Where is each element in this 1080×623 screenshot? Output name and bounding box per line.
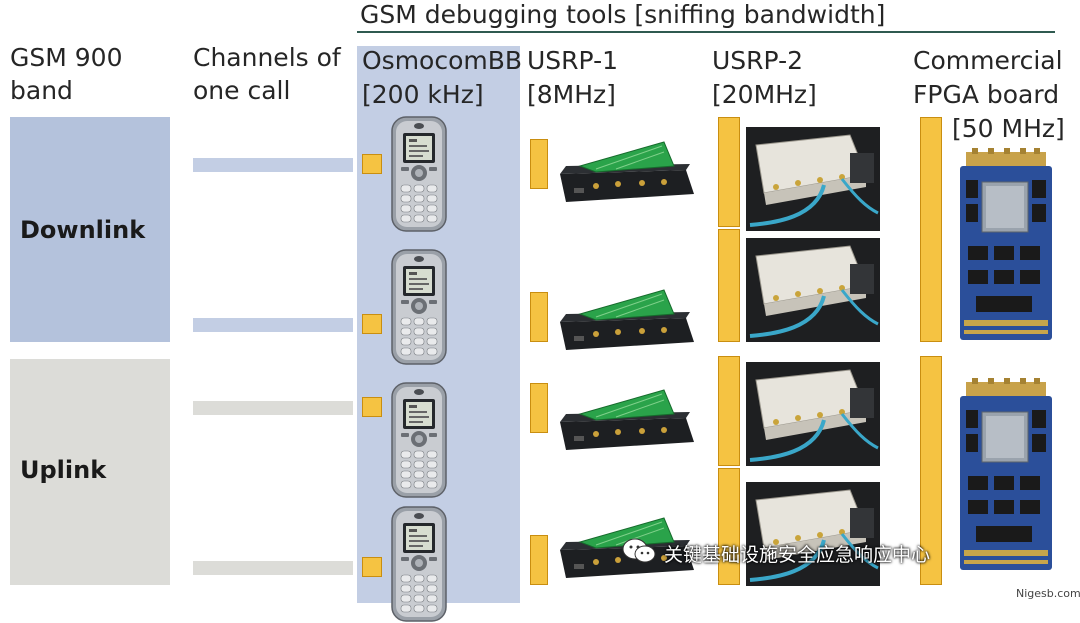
channel-bar-uplink-1	[193, 401, 353, 415]
phone-image	[391, 382, 447, 498]
usrp1-bandwidth-marker	[530, 383, 548, 433]
channels-header-line1: Channels of	[193, 43, 341, 72]
fpga-bandwidth-marker	[920, 356, 942, 585]
uplink-band-block	[10, 359, 170, 585]
osmocom-channel-marker	[362, 314, 382, 334]
downlink-label: Downlink	[20, 216, 146, 244]
usrp2-bandwidth-marker	[718, 468, 740, 585]
fpga-header-line1: Commercial	[913, 46, 1063, 75]
usrp2-device-image	[746, 127, 880, 231]
title-rule	[357, 31, 1055, 33]
watermark-site: Nigesb.com	[1016, 587, 1080, 600]
usrp1-bandwidth-marker	[530, 139, 548, 189]
channel-bar-uplink-2	[193, 561, 353, 575]
phone-image	[391, 116, 447, 232]
osmocom-header-line1: OsmocomBB	[362, 46, 523, 75]
fpga-board-image	[958, 148, 1054, 344]
uplink-label: Uplink	[20, 456, 107, 484]
phone-image	[391, 506, 447, 622]
usrp2-bandwidth-marker	[718, 356, 740, 466]
osmocom-channel-marker	[362, 557, 382, 577]
channels-header-line2: one call	[193, 76, 291, 105]
usrp2-device-image	[746, 362, 880, 466]
usrp2-header-line2: [20MHz]	[712, 80, 817, 109]
usrp1-device-image	[556, 384, 698, 458]
fpga-board-image	[958, 378, 1054, 574]
fpga-header-line2: FPGA board	[913, 80, 1060, 109]
channel-bar-downlink-1	[193, 158, 353, 172]
usrp1-bandwidth-marker	[530, 292, 548, 342]
usrp1-bandwidth-marker	[530, 535, 548, 585]
usrp2-device-image	[746, 238, 880, 342]
fpga-header-line3: [50 MHz]	[952, 114, 1065, 143]
fpga-bandwidth-marker	[920, 117, 942, 342]
band-header-line2: band	[10, 76, 73, 105]
wechat-icon	[622, 537, 656, 565]
downlink-band-block	[10, 117, 170, 342]
osmocom-channel-marker	[362, 154, 382, 174]
usrp1-header-line2: [8MHz]	[527, 80, 616, 109]
channel-bar-downlink-2	[193, 318, 353, 332]
osmocom-channel-marker	[362, 397, 382, 417]
watermark-text: 关键基础设施安全应急响应中心	[664, 544, 931, 566]
diagram-title: GSM debugging tools [sniffing bandwidth]	[360, 0, 886, 29]
usrp2-device-image	[746, 482, 880, 586]
phone-image	[391, 249, 447, 365]
usrp1-device-image	[556, 136, 698, 210]
usrp1-header-line1: USRP-1	[527, 46, 618, 75]
band-header-line1: GSM 900	[10, 43, 123, 72]
usrp2-header-line1: USRP-2	[712, 46, 803, 75]
osmocom-header-line2: [200 kHz]	[362, 80, 484, 109]
usrp1-device-image	[556, 284, 698, 358]
usrp2-bandwidth-marker	[718, 117, 740, 227]
usrp2-bandwidth-marker	[718, 229, 740, 342]
